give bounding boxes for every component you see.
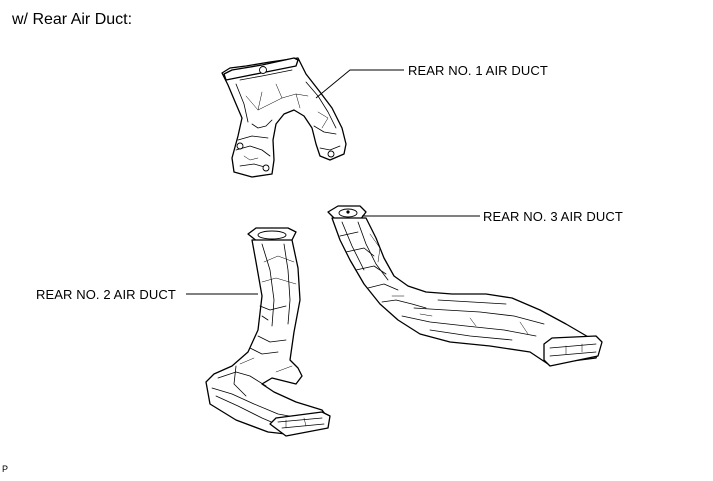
rear-no-1-air-duct-label: REAR NO. 1 AIR DUCT [408,63,548,78]
rear-no-2-air-duct-illustration [205,227,331,437]
diagram-heading: w/ Rear Air Duct: [12,11,133,28]
rear-no-3-air-duct-illustration [327,205,603,367]
rear-no-3-air-duct-label: REAR NO. 3 AIR DUCT [483,209,623,224]
rear-no-2-air-duct-label: REAR NO. 2 AIR DUCT [36,287,176,302]
rear-no-1-air-duct-illustration [221,57,347,178]
rear-no-1-leader-line [315,69,404,99]
page-code: P [2,464,9,474]
